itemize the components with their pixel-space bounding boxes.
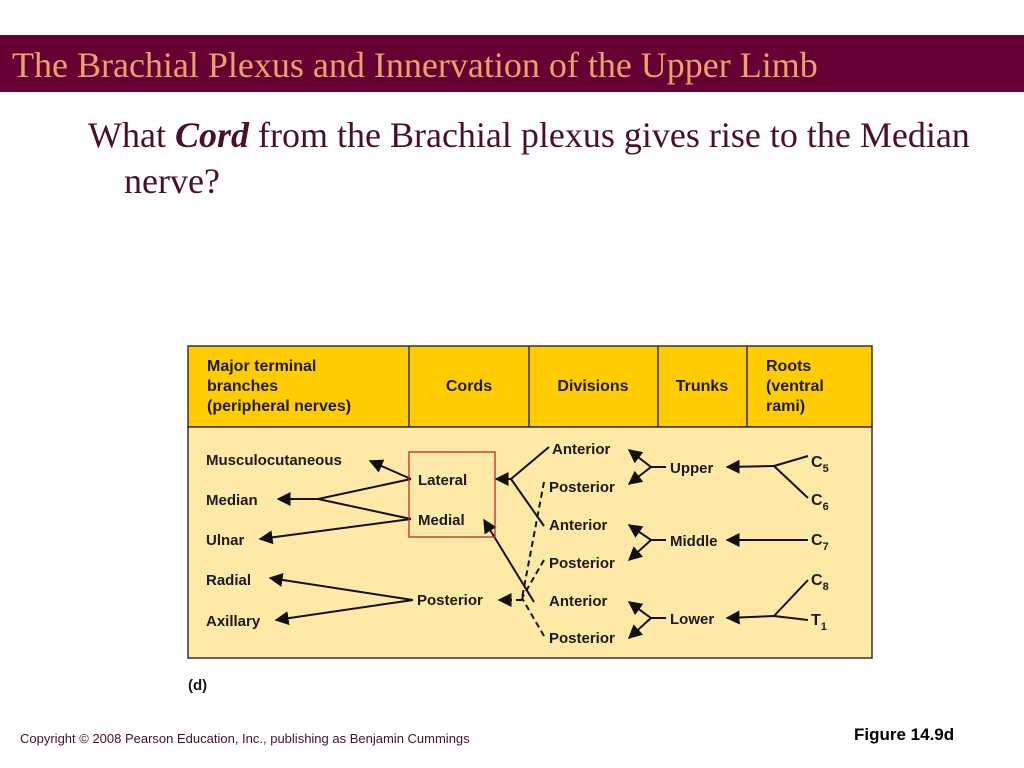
header-roots-line1: Roots: [766, 358, 811, 375]
question-emphasis: Cord: [174, 115, 249, 155]
c5-to-upper-line: [773, 455, 809, 467]
header-branches-line3: (peripheral nerves): [207, 398, 351, 415]
root-t1-letter: T: [811, 612, 821, 629]
anterior-3-to-medial: [483, 518, 535, 603]
root-c6-letter: C: [811, 492, 823, 509]
title-bar: [0, 35, 1024, 92]
root-c8-sub: 8: [823, 581, 829, 593]
root-c6-sub: 6: [823, 501, 829, 513]
cord-posterior: Posterior: [417, 592, 483, 609]
trunk-lower: Lower: [670, 611, 714, 628]
anterior-1-to-lateral: [510, 446, 550, 480]
root-c6: C6: [811, 492, 829, 513]
division-posterior-2: Posterior: [549, 555, 615, 572]
figure-label: Figure 14.9d: [854, 725, 955, 744]
root-c5-sub: 5: [823, 463, 829, 475]
nerve-musculocutaneous: Musculocutaneous: [206, 452, 342, 469]
root-c7: C7: [811, 532, 829, 553]
nerve-ulnar: Ulnar: [206, 532, 245, 549]
lateral-to-median-fork: [317, 478, 412, 500]
lateral-to-musculocutaneous: [368, 459, 412, 480]
root-c5: C5: [811, 454, 829, 475]
medial-to-ulnar: [258, 518, 412, 545]
question-post: from the Brachial plexus gives rise to t…: [124, 115, 970, 201]
header-cords: Cords: [446, 378, 492, 395]
copyright-notice: Copyright © 2008 Pearson Education, Inc.…: [20, 731, 470, 746]
header-row: [187, 345, 873, 428]
trunk-middle: Middle: [670, 533, 718, 550]
lower-to-posterior-3: [627, 617, 666, 639]
panel-label: (d): [188, 677, 208, 694]
cord-medial: Medial: [418, 512, 465, 529]
division-posterior-3: Posterior: [549, 630, 615, 647]
division-anterior-2: Anterior: [549, 517, 608, 534]
brachial-plexus-diagram: Major terminal branches (peripheral nerv…: [186, 344, 874, 660]
root-c5-letter: C: [811, 454, 823, 471]
header-roots-line3: rami): [766, 398, 805, 415]
slide-title: The Brachial Plexus and Innervation of t…: [12, 45, 818, 85]
division-anterior-1: Anterior: [552, 441, 611, 458]
cord-lateral: Lateral: [418, 472, 467, 489]
lower-trunk-arrow: [725, 610, 775, 625]
posterior-to-radial: [268, 572, 414, 601]
question-pre: What: [88, 115, 175, 155]
root-t1-sub: 1: [821, 621, 827, 633]
c8-to-lower-line: [773, 579, 809, 617]
root-c8: C8: [811, 572, 829, 593]
t1-to-lower-line: [773, 615, 809, 621]
middle-to-posterior-2: [627, 539, 666, 561]
upper-trunk-arrow: [725, 459, 775, 474]
trunk-upper: Upper: [670, 460, 714, 477]
c6-to-upper-line: [773, 465, 809, 499]
posterior-to-axillary: [274, 599, 414, 626]
nerve-axillary: Axillary: [206, 613, 261, 630]
header-branches-line1: Major terminal: [207, 358, 316, 375]
anterior-2-to-lateral: [510, 478, 545, 527]
nerve-median: Median: [206, 492, 258, 509]
division-posterior-1: Posterior: [549, 479, 615, 496]
header-divisions: Divisions: [557, 378, 628, 395]
header-roots-line2: (ventral: [766, 378, 824, 395]
root-c7-letter: C: [811, 532, 823, 549]
question-text: What Cord from the Brachial plexus gives…: [88, 112, 1004, 204]
header-trunks: Trunks: [676, 378, 729, 395]
division-anterior-3: Anterior: [549, 593, 608, 610]
posterior-3-to-posterior-cord: [521, 597, 545, 637]
upper-to-posterior-1: [627, 466, 666, 485]
header-branches-line2: branches: [207, 378, 278, 395]
posterior-2-to-posterior-cord: [521, 559, 545, 599]
medial-to-median-fork: [317, 498, 412, 520]
nerve-radial: Radial: [206, 572, 251, 589]
root-c7-sub: 7: [823, 541, 829, 553]
cord-highlight-box: [408, 451, 496, 538]
root-c8-letter: C: [811, 572, 823, 589]
root-t1: T1: [811, 612, 827, 633]
